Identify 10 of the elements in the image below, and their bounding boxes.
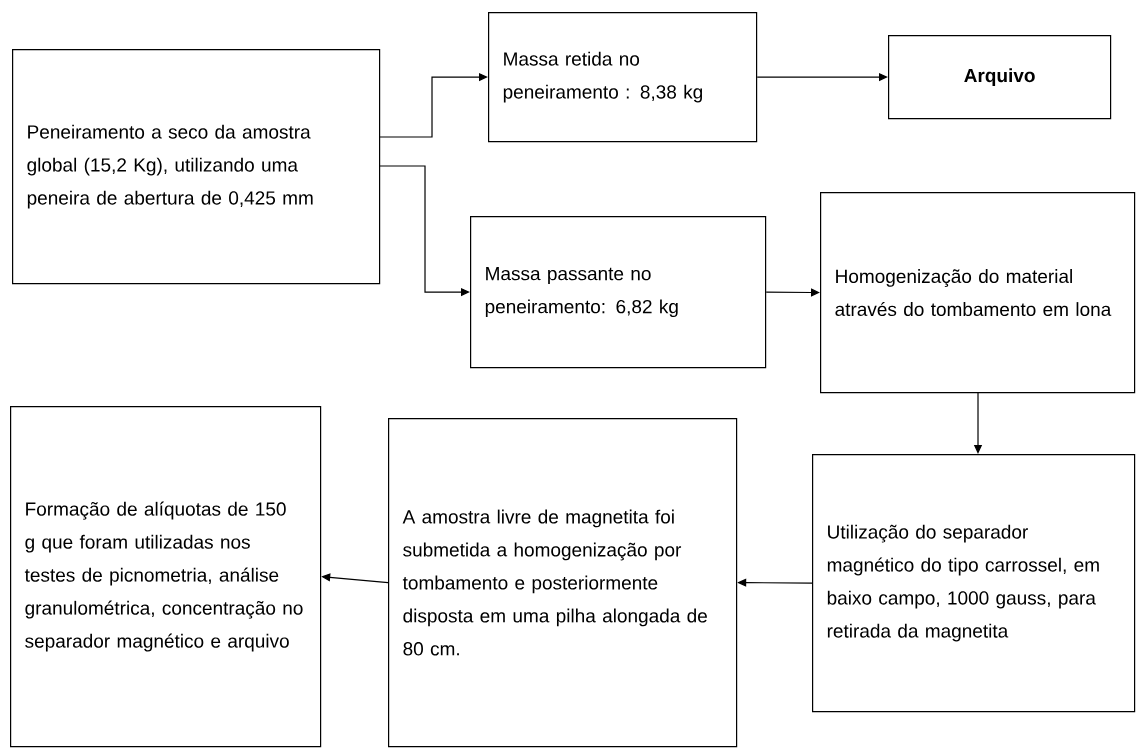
process-box: Massa retida no peneiramento : 8,38 kg [488, 12, 758, 143]
process-box: Formação de alíquotas de 150 g que foram utilizadas nos testes de picnometria, análise granulométrica, concentração no separador magnético e arquivo [10, 406, 322, 748]
process-box: Utilização do separador magnético do tipo carrossel, em baixo campo, 1000 gauss, para retirada da magnetita [812, 453, 1136, 713]
process-box: Homogenização do material através do tombamento em lona [820, 192, 1136, 394]
process-box: Arquivo [888, 35, 1112, 120]
process-box: Peneiramento a seco da amostra global (15,2 Kg), utilizando uma peneira de abertura de 0,425 mm [12, 49, 381, 285]
process-box: A amostra livre de magnetita foi submetida a homogenização por tombamento e posteriormente disposta em uma pilha alongada de 80 cm. [388, 418, 738, 748]
arrow [378, 72, 488, 138]
arrow [765, 288, 820, 297]
process-box: Massa passante no peneiramento: 6,82 kg [470, 216, 767, 369]
